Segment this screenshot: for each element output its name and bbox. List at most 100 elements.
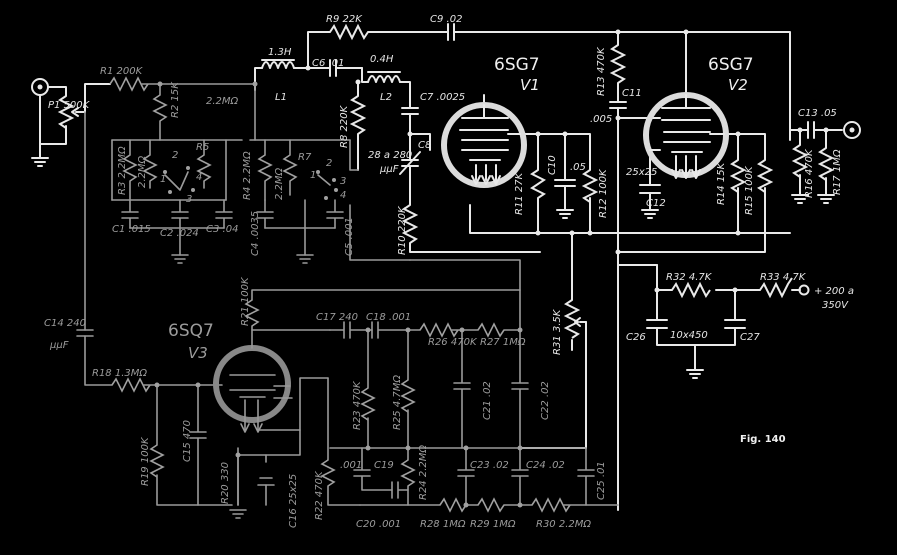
v2-type-label: 6SG7 [708, 55, 754, 75]
c1-label: C1 .015 [112, 224, 151, 235]
c11-value: .005 [590, 114, 612, 125]
c10-value: .05 [570, 162, 586, 173]
r14-label: R14 15K [716, 161, 727, 205]
c11-label: C11 [622, 88, 642, 99]
r5-label: R5 [196, 142, 209, 153]
c21-label: C21 .02 [482, 381, 493, 420]
c16-label: C16 25x25 [288, 474, 299, 528]
r3-extra-label: 2.2MΩ [137, 155, 148, 188]
r27-label: R27 1MΩ [480, 337, 526, 348]
c15-label: C15 470 [182, 420, 193, 462]
r19-label: R19 100K [140, 436, 151, 486]
figure-label: Fig. 140 [740, 434, 786, 445]
c3-label: C3 .04 [206, 224, 238, 235]
c26-c27-value: 10x450 [670, 330, 708, 341]
r33-value: R33 4.7K [760, 272, 807, 283]
c25-label: C25 .01 [596, 461, 607, 500]
r24-label: R24 2.2MΩ [418, 445, 429, 500]
c6-label: C6 .01 [312, 58, 344, 69]
r4-label: R4 2.2MΩ [242, 151, 253, 200]
switch-contact-4: 4 [196, 172, 202, 183]
c14-label: C14 240 [44, 318, 86, 329]
c8-label: C8 [418, 140, 431, 151]
c19-label: C19 [374, 460, 394, 471]
tube-v1 [441, 102, 527, 188]
v2-designator: V2 [728, 76, 748, 94]
l1-label: 1.3H [268, 47, 292, 58]
r31-label: R31 3.5K [552, 308, 563, 355]
r8-label: R8 220K [339, 104, 350, 148]
tube-v2 [643, 92, 729, 179]
c8-value: 28 a 280 [368, 150, 412, 161]
c13-label: C13 .05 [798, 108, 837, 119]
r12-label: R12 100K [598, 168, 609, 218]
c10-label: C10 [547, 155, 558, 175]
c27-label: C27 [740, 332, 760, 343]
r30-label: R30 2.2MΩ [536, 519, 591, 530]
l1-designator: L1 [275, 92, 287, 103]
r2-extra-label: 2.2MΩ [206, 96, 239, 107]
r13-label: R13 470K [596, 46, 607, 96]
r26-label: R26 470K [428, 337, 478, 348]
c9-label: C9 .02 [430, 14, 462, 25]
dim-wiring [76, 76, 619, 519]
c4-label: C4 .0035 [250, 211, 261, 256]
r18-label: R18 1.3MΩ [92, 368, 147, 379]
supply-voltage-alt: 350V [822, 300, 849, 311]
c26-label: C26 [626, 332, 646, 343]
supply-terminal [798, 284, 810, 296]
v3-type-label: 6SQ7 [168, 321, 214, 341]
switch-contact-2: 2 [172, 150, 178, 161]
r20-label: R20 330 [220, 462, 231, 504]
r2-label: R2 15K [170, 81, 181, 118]
r22-label: R22 470K [314, 470, 325, 520]
l2-label: 0.4H [370, 54, 394, 65]
c23-label: C23 .02 [470, 460, 509, 471]
switch2-contact-4: 4 [340, 190, 346, 201]
r25-label: R25 4.7MΩ [392, 375, 403, 430]
c18-label: C18 .001 [366, 312, 411, 323]
r21-label: R21 100K [240, 276, 251, 326]
c12-value: 25x25 [626, 167, 657, 178]
r10-label: R10 220K [397, 205, 408, 255]
r23-label: R23 470K [352, 380, 363, 430]
r4-extra-label: 2.2MΩ [274, 167, 285, 200]
c7-label: C7 .0025 [420, 92, 465, 103]
switch2-contact-3: 3 [340, 176, 346, 187]
r28-label: R28 1MΩ [420, 519, 466, 530]
r29-label: R29 1MΩ [470, 519, 516, 530]
p1-label: P1 500K [48, 100, 91, 111]
supply-voltage: + 200 a [814, 286, 854, 297]
c20-label: C20 .001 [356, 519, 401, 530]
switch-contact-3: 3 [186, 194, 192, 205]
c19-value: .001 [340, 460, 362, 471]
r15-label: R15 100K [744, 165, 755, 215]
l2-designator: L2 [380, 92, 392, 103]
bright-nodes [305, 29, 829, 293]
v1-type-label: 6SG7 [494, 55, 540, 75]
v3-designator: V3 [188, 344, 208, 362]
v1-designator: V1 [520, 76, 540, 94]
r11-label: R11 27K [514, 171, 525, 215]
switch2-contact-2: 2 [326, 158, 332, 169]
r32-label: R32 4.7K [666, 272, 713, 283]
c12-label: C12 [646, 198, 666, 209]
output-terminal [843, 121, 861, 139]
c14-unit: μμF [49, 340, 69, 351]
c17-label: C17 240 [316, 312, 358, 323]
c5-label: C5 .001 [344, 217, 355, 256]
switch2-contact-1: 1 [310, 170, 316, 181]
r1-label: R1 200K [100, 66, 144, 77]
c22-label: C22 .02 [540, 381, 551, 420]
c24-label: C24 .02 [526, 460, 565, 471]
c2-label: C2 .024 [160, 228, 199, 239]
r9-label: R9 22K [326, 14, 363, 25]
input-terminal [31, 78, 111, 167]
switch-contact-1: 1 [160, 174, 166, 185]
r3-label: R3 2.2MΩ [117, 146, 128, 195]
r16-label: R16 470K [804, 148, 815, 198]
r17-label: R17 1MΩ [832, 149, 843, 195]
r7-label: R7 [298, 152, 312, 163]
c8-unit: μμF [379, 164, 399, 175]
